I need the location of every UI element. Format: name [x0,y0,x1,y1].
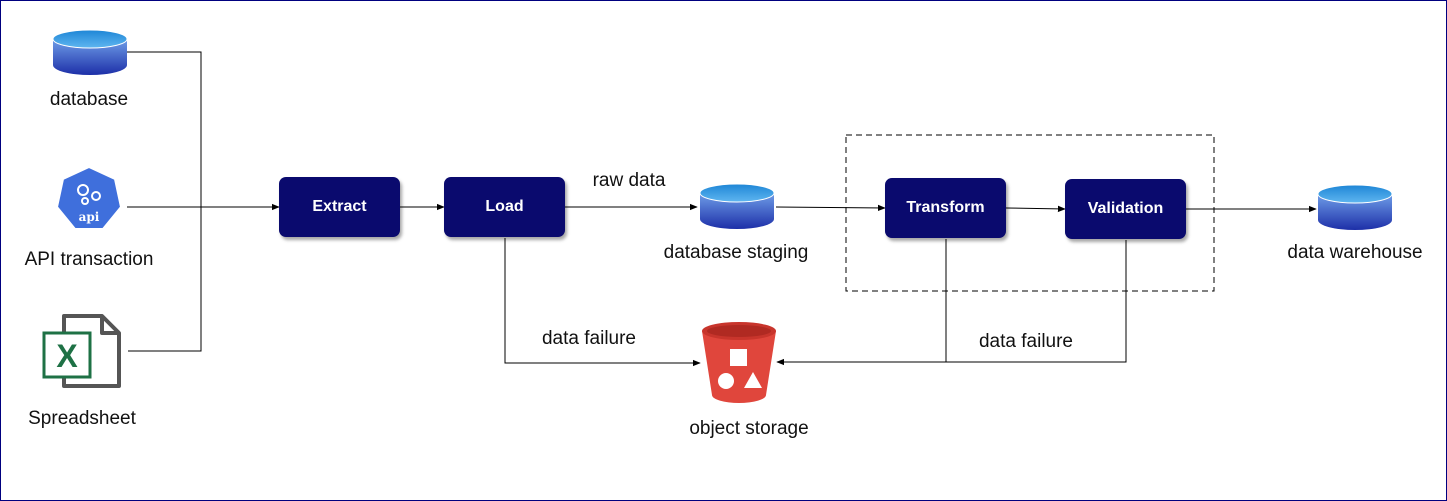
transform-step[interactable]: Transform [885,178,1006,238]
spreadsheet-source-label: Spreadsheet [28,408,136,429]
excel-icon: X [42,314,121,388]
object-storage-label: object storage [689,418,809,439]
s3-bucket-icon [702,322,776,403]
database-icon [52,29,128,75]
api-source-label: API transaction [24,249,154,270]
transform-group-boundary [845,134,1215,292]
api-icon-text: api [79,210,100,224]
database-icon [699,183,775,229]
load-failure-edge-label: data failure [541,328,637,349]
validation-failure-edge-label: data failure [978,331,1074,352]
extract-step[interactable]: Extract [279,177,400,237]
edge-validation-failure [776,240,1127,366]
validation-step[interactable]: Validation [1065,179,1186,239]
edge-load-failure [504,238,701,367]
edge-transform-to-validation [1005,205,1066,213]
staging-label: database staging [663,242,809,263]
database-source-label: database [49,89,129,110]
kubernetes-api-icon: api [55,166,123,230]
svg-text:X: X [56,338,78,374]
load-step[interactable]: Load [444,177,565,237]
warehouse-label: data warehouse [1287,242,1423,263]
database-icon [1317,184,1393,230]
edge-staging-to-transform [775,204,886,212]
source-merge-lines [127,51,202,352]
raw-data-edge-label: raw data [592,170,666,191]
